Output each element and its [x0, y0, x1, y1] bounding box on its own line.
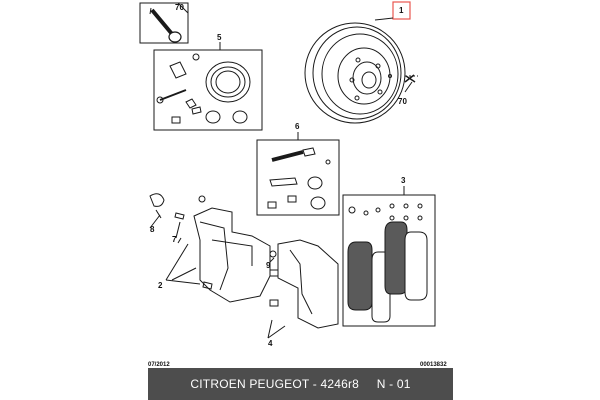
callout-9: 9 — [266, 261, 271, 270]
caliper-assembly — [149, 193, 339, 339]
caption-text: CITROEN PEUGEOT - 4246r8 N - 01 — [190, 377, 411, 391]
callout-70-disc: 70 — [398, 97, 407, 106]
callout-8: 8 — [150, 225, 155, 234]
guide-kit-parts — [267, 147, 331, 210]
caption-bar: CITROEN PEUGEOT - 4246r8 N - 01 — [148, 368, 453, 400]
callout-2: 2 — [158, 281, 163, 290]
footer-ref: 00013832 — [420, 362, 447, 368]
cylinder-kit-parts — [156, 53, 251, 124]
callout-3: 3 — [401, 176, 406, 185]
brake-drum — [304, 22, 418, 124]
pad-set-parts — [347, 203, 428, 323]
callout-5: 5 — [217, 33, 222, 42]
callout-70-top: 70 — [175, 3, 184, 12]
callout-7: 7 — [172, 235, 177, 244]
callout-1: 1 — [399, 6, 404, 15]
callout-6: 6 — [295, 122, 300, 131]
screw-70-disc — [404, 74, 416, 93]
screw-70-box — [139, 2, 189, 44]
footer-date: 07/2012 — [148, 362, 170, 368]
callout-4: 4 — [268, 339, 273, 348]
cylinder-kit-box — [153, 49, 263, 131]
callout-box-1 — [374, 1, 411, 21]
pad-set-box — [342, 194, 436, 327]
